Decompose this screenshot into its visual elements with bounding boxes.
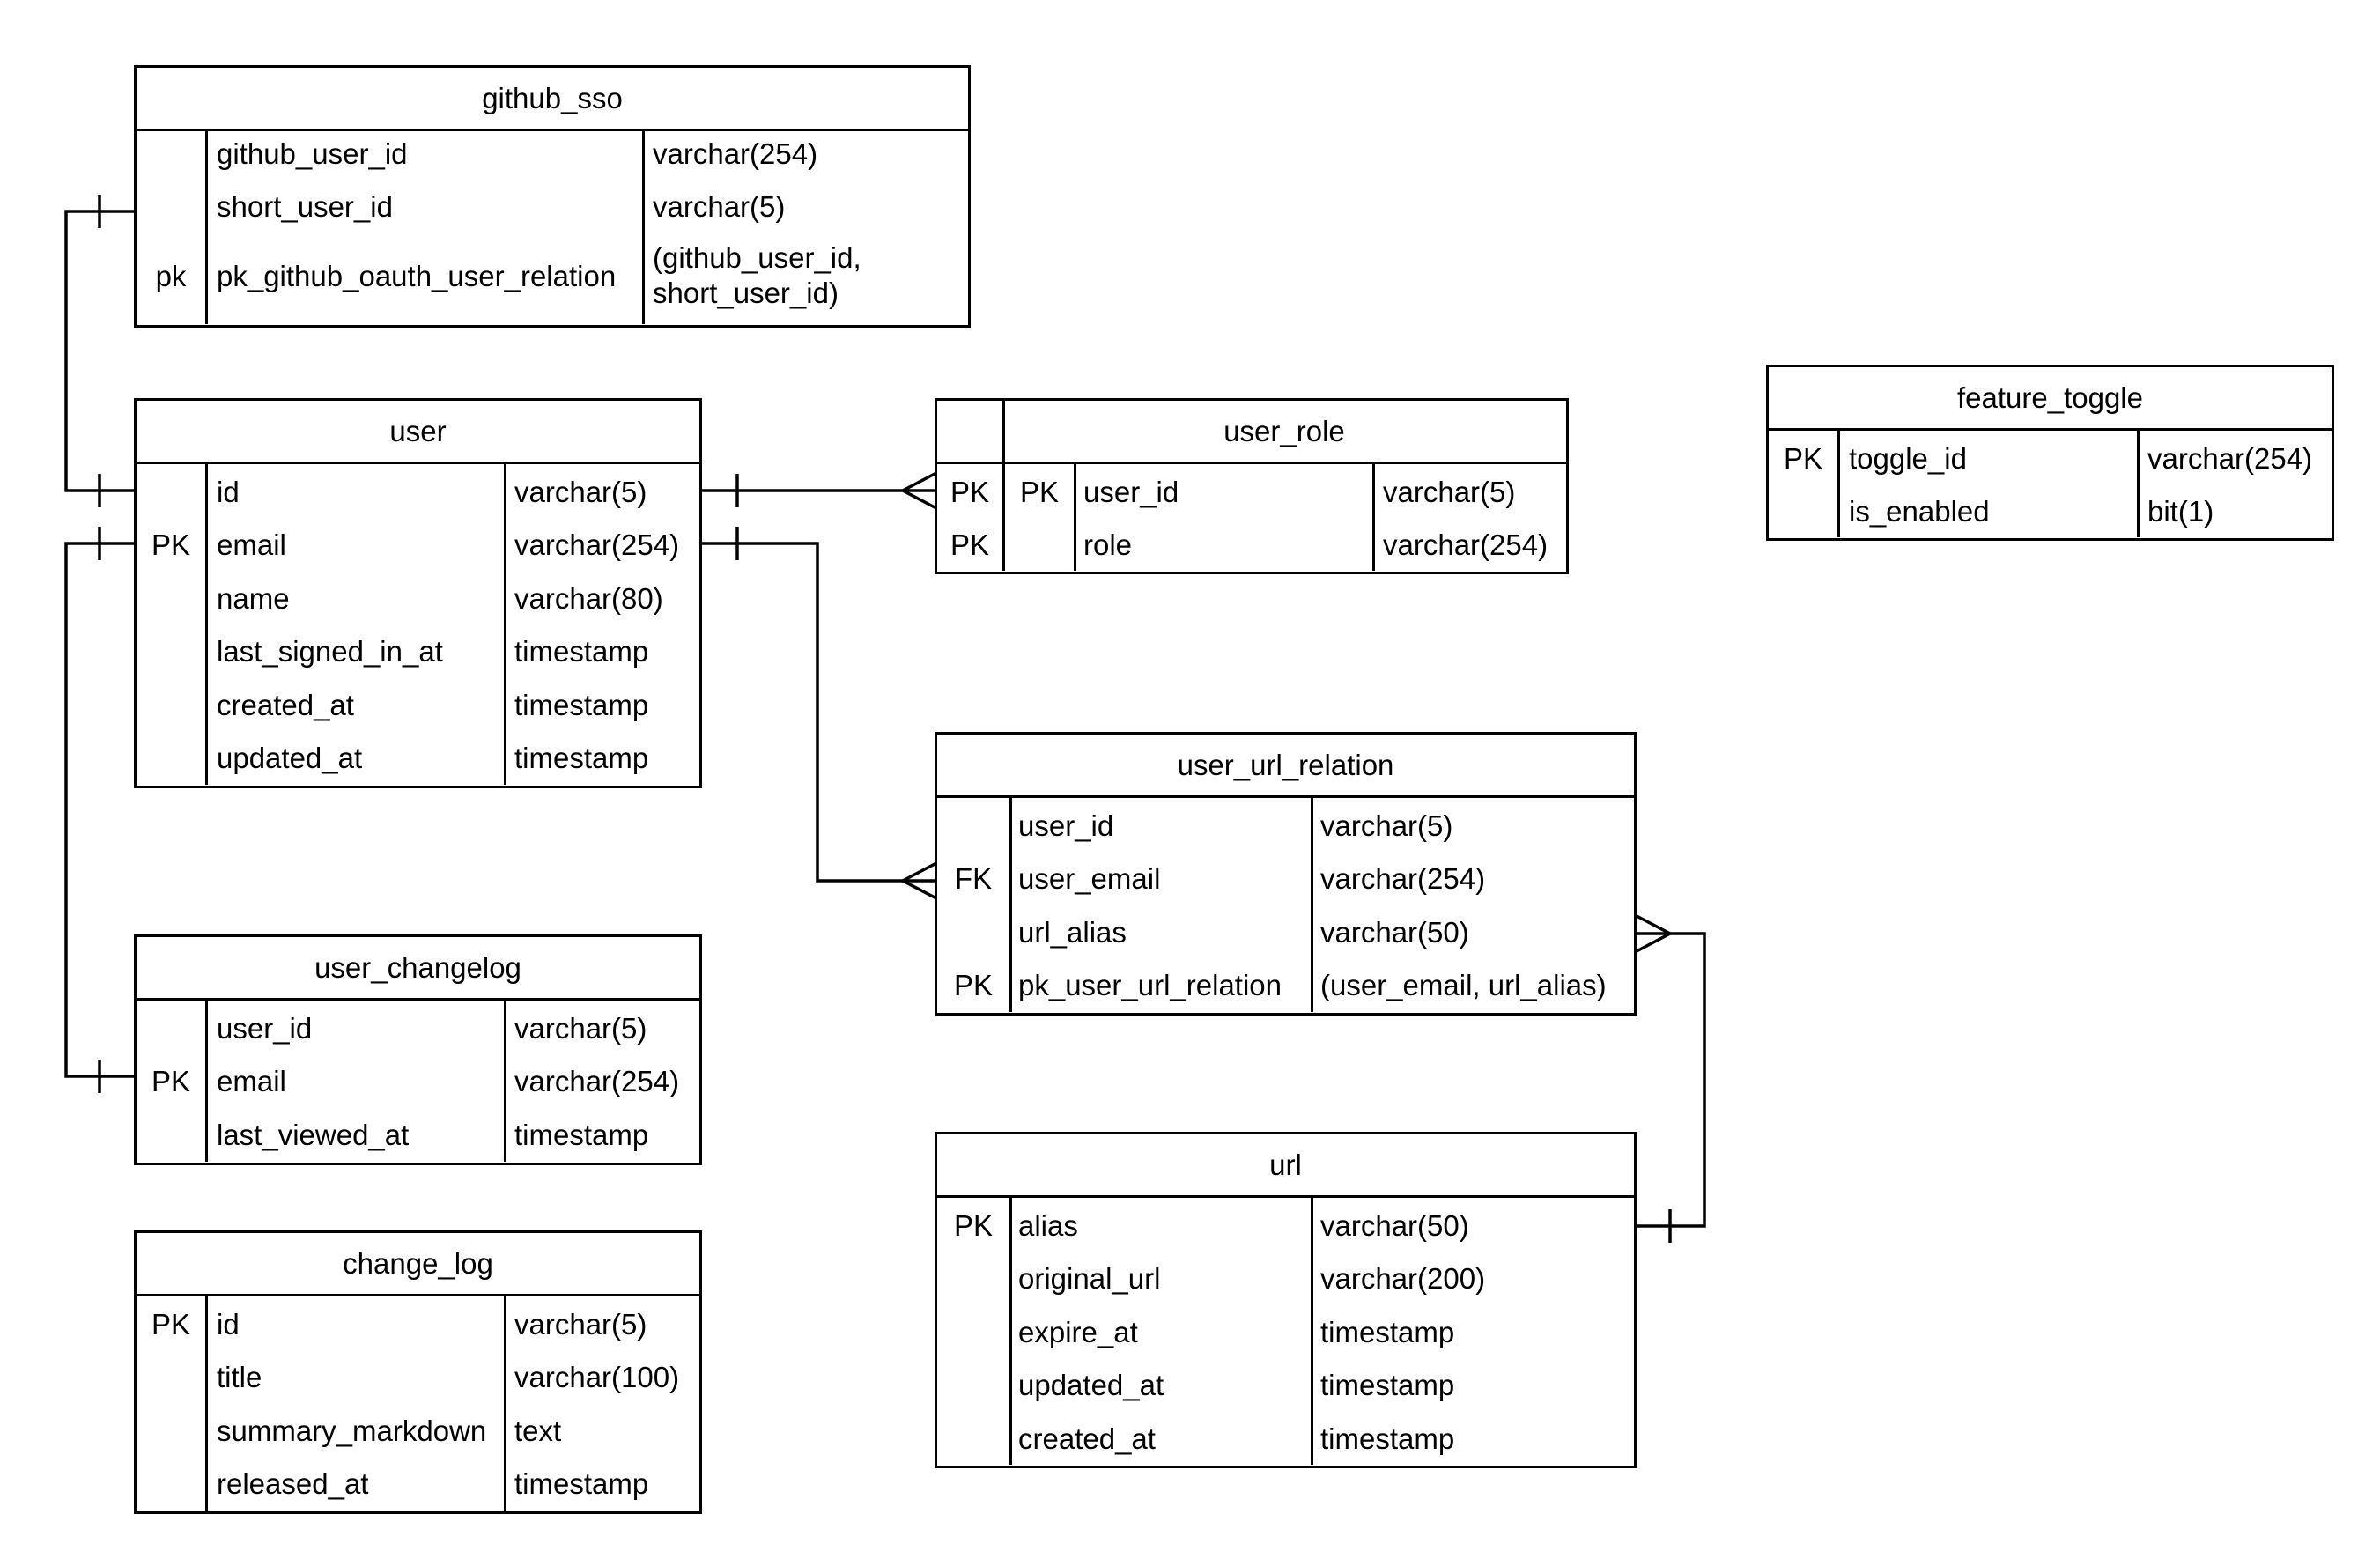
table-github-sso: github_sso github_user_id varchar(254) s… [134,65,971,328]
table-title: github_sso [137,68,968,131]
column-name: released_at [217,1467,369,1500]
column-key: PK [950,476,990,508]
column-type: timestamp [514,635,649,668]
table-user: user id varchar(5) PK email varchar(254)… [134,398,702,788]
column-name: created_at [217,689,354,721]
column-type: varchar(254) [2147,442,2313,475]
column-key: PK [953,1209,994,1242]
column-type: timestamp [1320,1316,1455,1348]
column-key: PK [950,528,990,561]
column-name: email [217,1065,286,1097]
column-name: title [217,1361,262,1393]
column-key-secondary: PK [1019,476,1060,508]
column-name: id [217,1308,240,1341]
column-key: pk [155,260,187,292]
table-title: user_role [937,401,1566,464]
column-type: bit(1) [2147,495,2214,528]
column-type: varchar(50) [1320,916,1469,949]
column-key: FK [954,862,993,895]
table-user-changelog: user_changelog user_id varchar(5) PK ema… [134,934,702,1165]
column-type: varchar(254) [653,137,818,170]
column-name: original_url [1018,1262,1161,1295]
connector-user-user-changelog [64,542,134,1078]
column-type: varchar(5) [514,1308,647,1341]
column-type: varchar(254) [514,1065,680,1097]
column-name: summary_markdown [217,1415,487,1447]
column-name: short_user_id [217,190,393,223]
column-name: last_viewed_at [217,1119,410,1151]
column-name: user_id [217,1012,313,1045]
column-type: varchar(254) [514,528,680,561]
table-feature-toggle: feature_toggle PK toggle_id varchar(254)… [1766,365,2334,541]
column-name: user_email [1018,862,1161,895]
column-type: (user_email, url_alias) [1320,969,1607,1001]
column-name: last_signed_in_at [217,635,443,668]
table-url: url PK alias varchar(50) original_url va… [935,1132,1637,1468]
column-key: PK [151,1065,191,1097]
column-type: varchar(5) [653,190,786,223]
column-type: varchar(5) [1320,809,1453,842]
column-name: github_user_id [217,137,408,170]
column-type: varchar(5) [1383,476,1516,508]
column-type: varchar(254) [1320,862,1486,895]
column-key: PK [151,1308,191,1341]
column-type: (github_user_id, short_user_id) [653,241,861,309]
table-title: user_url_relation [937,735,1634,798]
table-title: url [937,1134,1634,1198]
column-name: role [1083,528,1133,561]
column-name: created_at [1018,1422,1156,1455]
column-name: expire_at [1018,1316,1138,1348]
column-name: user_id [1083,476,1179,508]
column-type: varchar(5) [514,476,647,508]
table-title: change_log [137,1233,699,1296]
column-name: toggle_id [1849,442,1967,475]
column-name: pk_github_oauth_user_relation [217,260,617,292]
column-name: updated_at [1018,1369,1164,1401]
column-name: user_id [1018,809,1114,842]
column-type: timestamp [514,1119,649,1151]
column-name: id [217,476,240,508]
column-type: text [514,1415,562,1447]
table-user-role: user_role PK PK user_id varchar(5) PK ro… [935,398,1569,574]
column-key: PK [953,969,994,1001]
table-title: user [137,401,699,464]
table-title: feature_toggle [1769,367,2332,431]
column-type: timestamp [514,1467,649,1500]
column-key: PK [1783,442,1823,475]
table-title: user_changelog [137,937,699,1001]
column-name: is_enabled [1849,495,1990,528]
column-name: updated_at [217,742,363,774]
column-type: varchar(80) [514,582,663,615]
connector-url-user-url-relation [1637,932,1706,1228]
column-type: timestamp [514,742,649,774]
column-type: varchar(254) [1383,528,1548,561]
column-type: timestamp [514,689,649,721]
table-change-log: change_log PK id varchar(5) title varcha… [134,1230,702,1514]
table-title-text: user_role [1223,414,1345,447]
column-type: varchar(5) [514,1012,647,1045]
connector-user-user-url-relation [702,542,936,883]
column-type: varchar(50) [1320,1209,1469,1242]
connector-github-sso-user [64,210,134,492]
column-type: varchar(100) [514,1361,680,1393]
column-name: url_alias [1018,916,1127,949]
column-type: varchar(200) [1320,1262,1486,1295]
column-name: pk_user_url_relation [1018,969,1282,1001]
table-user-url-relation: user_url_relation user_id varchar(5) FK … [935,732,1637,1016]
column-type: timestamp [1320,1369,1455,1401]
column-name: email [217,528,286,561]
column-name: alias [1018,1209,1078,1242]
column-name: name [217,582,290,615]
column-type: timestamp [1320,1422,1455,1455]
column-key: PK [151,528,191,561]
